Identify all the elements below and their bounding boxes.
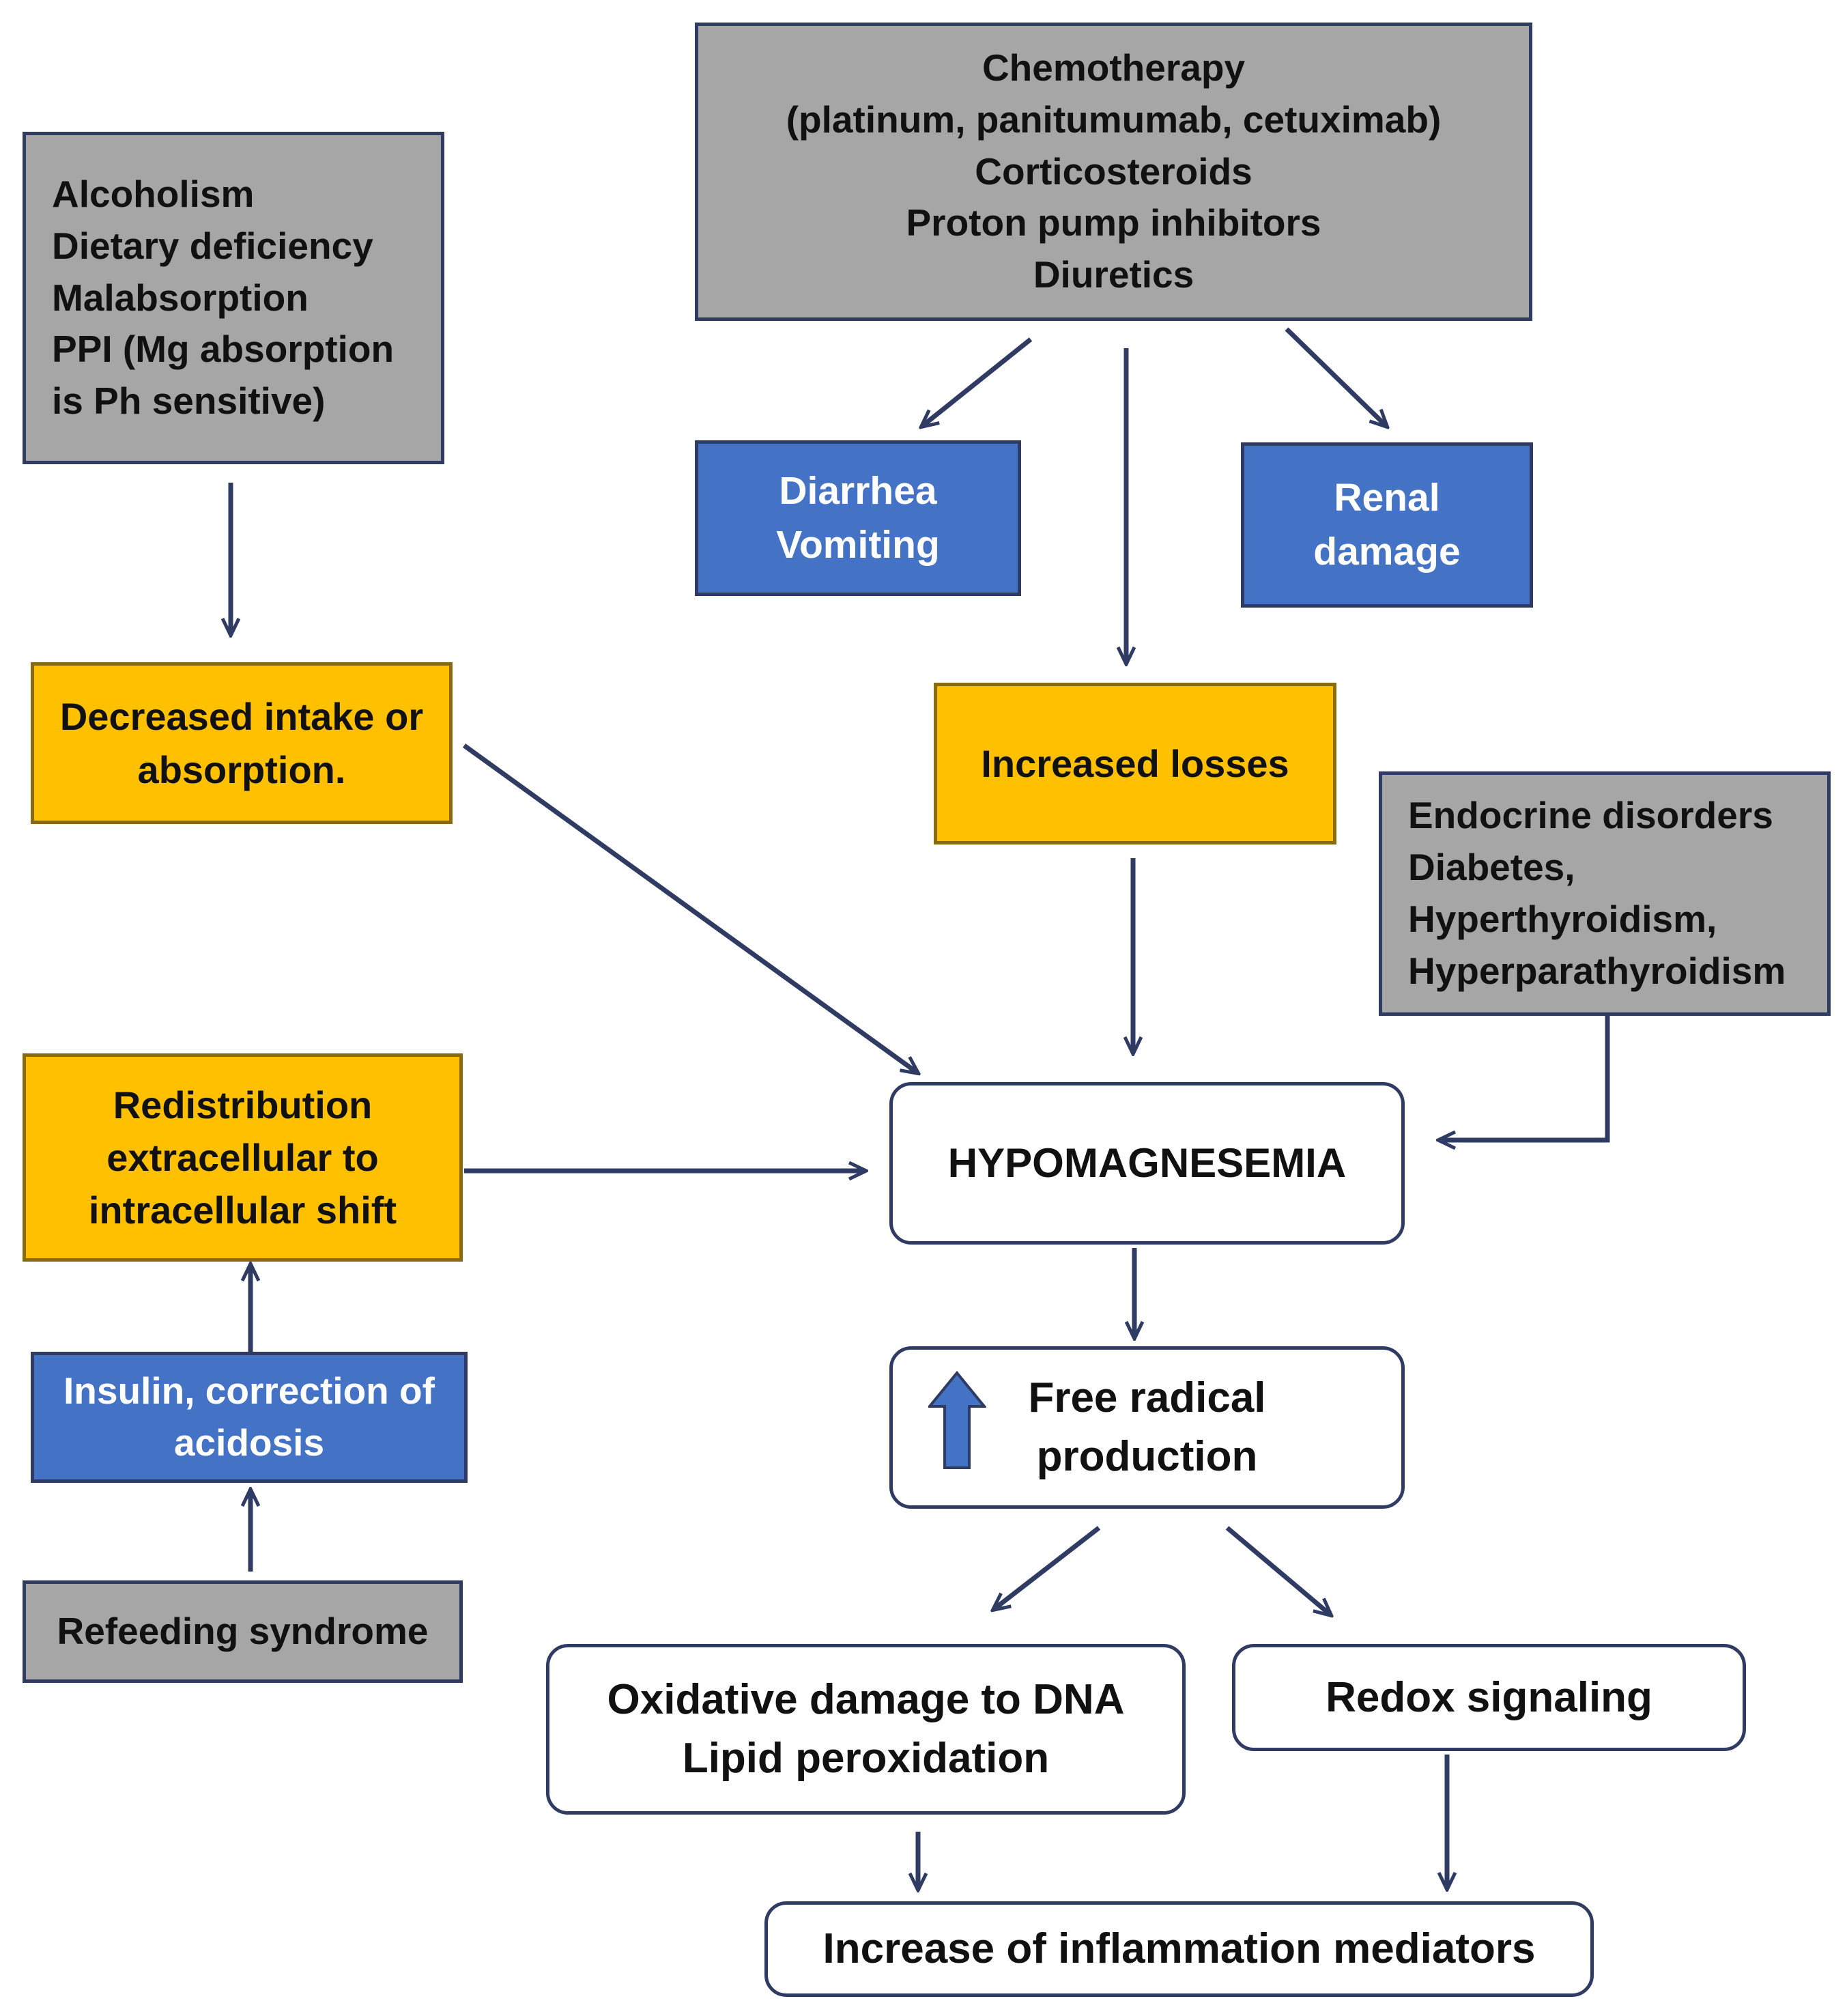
- arrow-drugs-to-gi: [921, 337, 1033, 427]
- redox-signaling-box: Redox signaling: [1232, 1644, 1746, 1751]
- redox-label: Redox signaling: [1326, 1673, 1652, 1721]
- arrow-endocrine-to-hypo: [1439, 1016, 1610, 1140]
- redistribution-line: intracellular shift: [88, 1189, 397, 1232]
- redistribution-line: extracellular to: [106, 1135, 379, 1179]
- drug-line: Corticosteroids: [975, 150, 1252, 193]
- drug-line: (platinum, panitumumab, cetuximab): [786, 98, 1442, 141]
- cause-line: Malabsorption: [52, 276, 309, 319]
- drug-line: Proton pump inhibitors: [906, 201, 1321, 244]
- arrow-freeradical-to-redox: [1225, 1526, 1331, 1615]
- endocrine-causes-box: Endocrine disorders Diabetes, Hyperthyro…: [1379, 771, 1831, 1016]
- refeeding-label: Refeeding syndrome: [57, 1610, 429, 1653]
- arrow-decreased-to-hypo: [462, 743, 918, 1073]
- cause-line: PPI (Mg absorption: [52, 328, 395, 371]
- insulin-line: Insulin, correction of: [63, 1369, 435, 1412]
- free-radical-line: Free radical: [1028, 1374, 1266, 1422]
- hypomagnesemia-label: HYPOMAGNESEMIA: [947, 1139, 1347, 1186]
- lifestyle-causes-box: Alcoholism Dietary deficiency Malabsorpt…: [23, 132, 444, 464]
- drug-line: Chemotherapy: [982, 46, 1246, 89]
- decreased-line: Decreased intake or: [59, 695, 424, 739]
- insulin-line: acidosis: [173, 1421, 325, 1464]
- increased-losses-label: Increased losses: [981, 741, 1289, 785]
- renal-line: damage: [1313, 530, 1461, 573]
- renal-line: Renal: [1334, 476, 1440, 520]
- redistribution-box: Redistribution extracellular to intracel…: [23, 1053, 463, 1262]
- cause-line: is Ph sensitive): [52, 380, 326, 423]
- drug-causes-box: Chemotherapy (platinum, panitumumab, cet…: [695, 23, 1532, 321]
- decreased-line: absorption.: [137, 748, 346, 791]
- free-radical-line: production: [1036, 1433, 1258, 1480]
- decreased-intake-box: Decreased intake or absorption.: [31, 662, 453, 824]
- oxidative-damage-box: Oxidative damage to DNA Lipid peroxidati…: [546, 1644, 1186, 1815]
- free-radical-box: Free radical production: [889, 1346, 1405, 1509]
- refeeding-box: Refeeding syndrome: [23, 1580, 463, 1683]
- endocrine-line: Hyperthyroidism,: [1408, 898, 1717, 940]
- insulin-box: Insulin, correction of acidosis: [31, 1352, 468, 1483]
- endocrine-line: Hyperparathyroidism: [1408, 949, 1786, 992]
- gi-losses-box: Diarrhea Vomiting: [695, 440, 1021, 596]
- endocrine-line: Endocrine disorders: [1408, 794, 1773, 837]
- gi-line: Diarrhea: [779, 469, 937, 513]
- cause-line: Alcoholism: [52, 172, 255, 215]
- arrow-freeradical-to-oxidative: [993, 1526, 1101, 1610]
- arrow-drugs-to-renal: [1285, 327, 1387, 427]
- endocrine-line: Diabetes,: [1408, 846, 1575, 889]
- inflammation-box: Increase of inflammation mediators: [764, 1901, 1594, 1997]
- inflammation-label: Increase of inflammation mediators: [822, 1925, 1536, 1973]
- oxidative-line: Lipid peroxidation: [682, 1735, 1050, 1782]
- redistribution-line: Redistribution: [113, 1083, 373, 1126]
- gi-line: Vomiting: [776, 523, 940, 567]
- up-arrow-icon: [928, 1371, 986, 1469]
- cause-line: Dietary deficiency: [52, 224, 373, 267]
- increased-losses-box: Increased losses: [934, 683, 1336, 844]
- drug-line: Diuretics: [1033, 253, 1194, 296]
- hypomagnesemia-box: HYPOMAGNESEMIA: [889, 1082, 1405, 1245]
- renal-damage-box: Renal damage: [1241, 442, 1533, 608]
- oxidative-line: Oxidative damage to DNA: [607, 1676, 1125, 1724]
